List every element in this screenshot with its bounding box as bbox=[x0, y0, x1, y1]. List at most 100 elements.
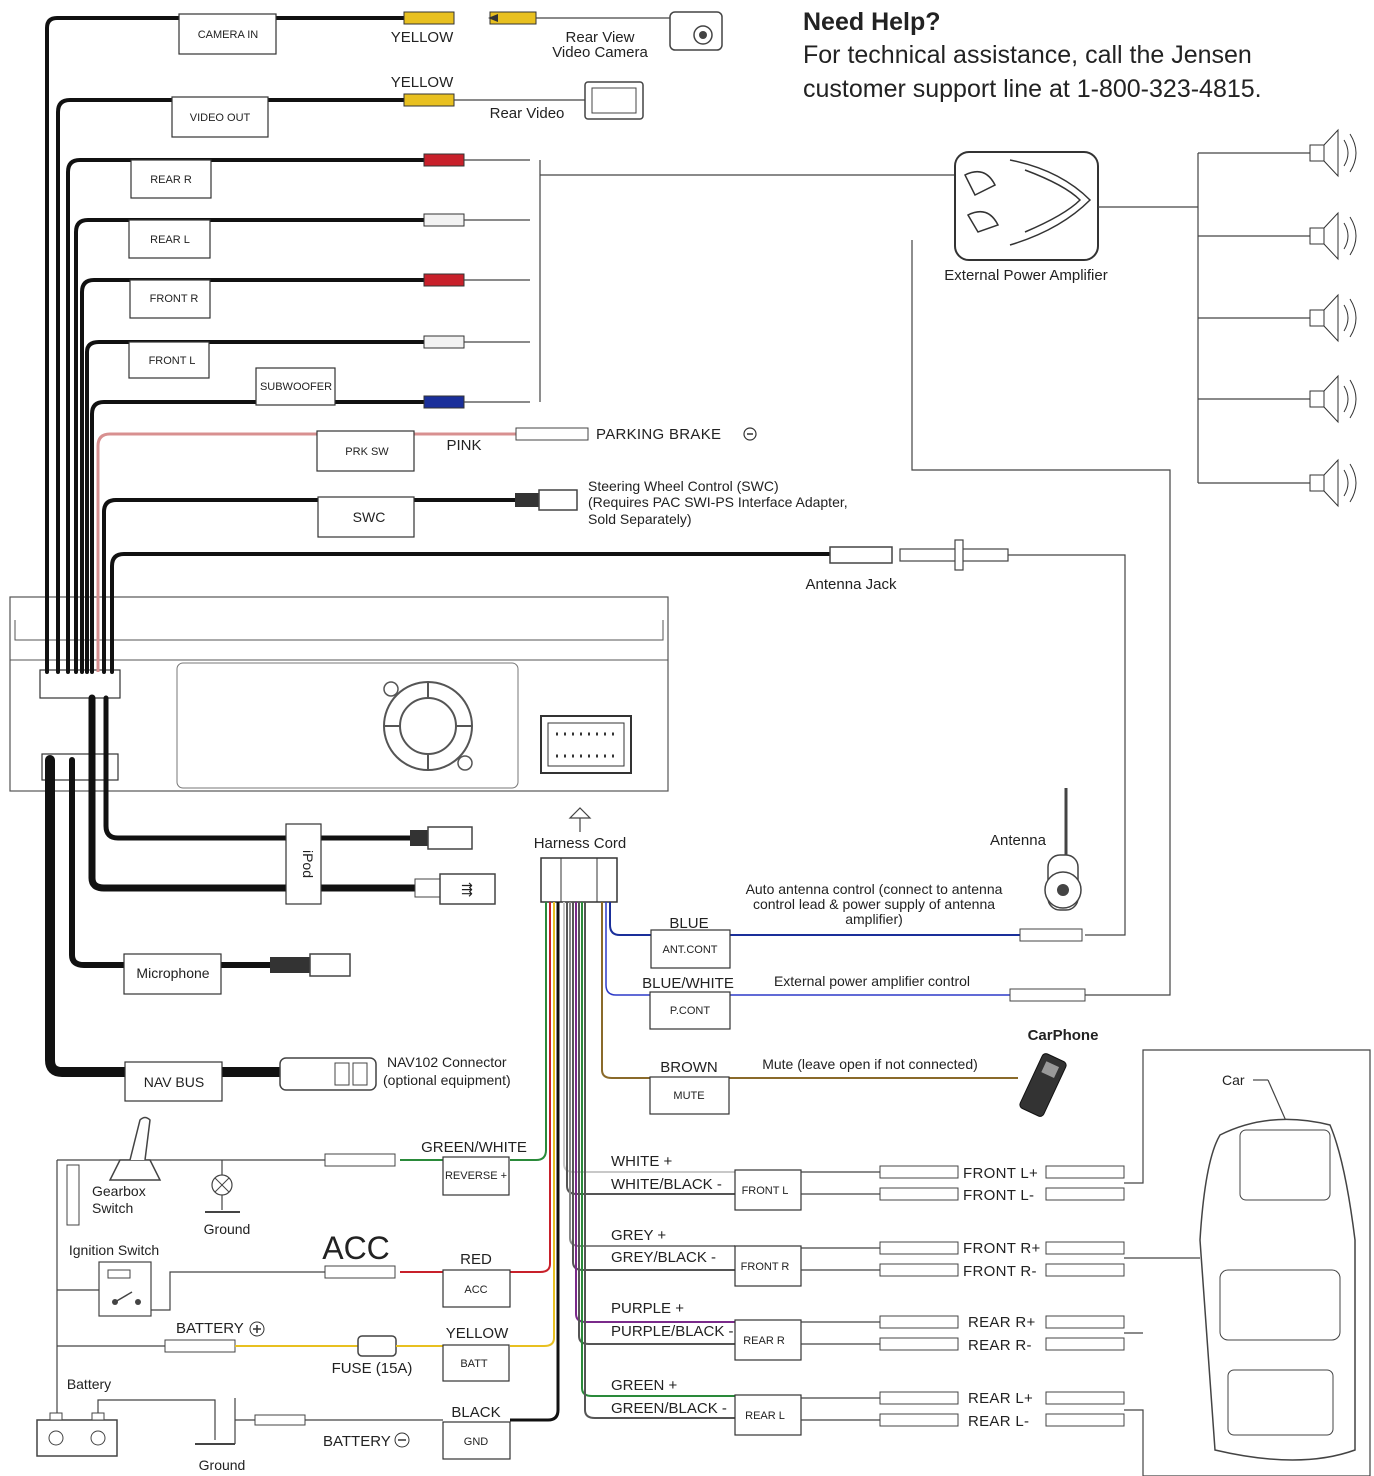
harness-wires-right bbox=[563, 902, 1020, 1419]
label-swc-note-1: Steering Wheel Control (SWC) bbox=[588, 478, 779, 494]
label-external-amp: External Power Amplifier bbox=[944, 267, 1107, 284]
label-camera-in: CAMERA IN bbox=[198, 29, 259, 41]
ipod-connectors: ⇶ bbox=[410, 826, 496, 905]
ignition-switch-icon bbox=[98, 1261, 152, 1317]
antenna-icon bbox=[1044, 788, 1082, 911]
label-video-out: VIDEO OUT bbox=[190, 112, 251, 124]
label-car: Car bbox=[1222, 1072, 1245, 1088]
label-ext-amp-control: External power amplifier control bbox=[774, 973, 970, 989]
label-brown: BROWN bbox=[660, 1059, 718, 1076]
label-front-r: FRONT R bbox=[150, 293, 199, 305]
label-purple-plus: PURPLE + bbox=[611, 1300, 684, 1317]
label-front-r-minus: FRONT R- bbox=[963, 1263, 1037, 1280]
usb-icon: ⇶ bbox=[461, 881, 473, 897]
label-rear-l-plus: REAR L+ bbox=[968, 1390, 1033, 1407]
label-purple-black: PURPLE/BLACK - bbox=[611, 1323, 734, 1340]
head-unit bbox=[9, 596, 669, 792]
bottom-cables bbox=[45, 694, 419, 1077]
label-acc-big: ACC bbox=[322, 1230, 390, 1266]
car-icon: Car bbox=[1199, 1072, 1356, 1461]
fan-icon bbox=[383, 681, 473, 771]
control-lead-texts: Auto antenna control (connect to antenna… bbox=[746, 832, 1099, 1072]
label-rear-video: Rear Video bbox=[490, 105, 565, 122]
label-batt: BATT bbox=[460, 1358, 488, 1370]
carphone-icon bbox=[1019, 1053, 1067, 1117]
top-cables bbox=[45, 16, 832, 674]
speaker-icon bbox=[1198, 458, 1357, 508]
label-microphone: Microphone bbox=[136, 965, 209, 981]
up-arrow-icon bbox=[568, 807, 592, 832]
help-line-1: For technical assistance, call the Jense… bbox=[803, 41, 1252, 69]
harness-wires-left bbox=[510, 902, 560, 1422]
amp-signal-bus bbox=[464, 159, 955, 403]
label-front-l: FRONT L bbox=[149, 355, 196, 367]
label-grey-black: GREY/BLACK - bbox=[611, 1249, 716, 1266]
control-lead-boxes: BLUE ANT.CONT BLUE/WHITE P.CONT BROWN MU… bbox=[642, 915, 734, 1115]
label-blue-white: BLUE/WHITE bbox=[642, 975, 734, 992]
label-green-plus: GREEN + bbox=[611, 1377, 678, 1394]
label-rear-view-2: Video Camera bbox=[552, 44, 648, 61]
label-auto-ant-3: amplifier) bbox=[845, 911, 903, 927]
label-rear-l-box: REAR L bbox=[745, 1410, 785, 1422]
label-rear-view-1: Rear View bbox=[566, 29, 635, 46]
power-leads: REVERSE + GREEN/WHITE Gearbox Switch Gro… bbox=[36, 1116, 527, 1473]
label-mute-note: Mute (leave open if not connected) bbox=[762, 1056, 978, 1072]
label-yellow-camera: YELLOW bbox=[391, 29, 454, 46]
speaker-icon bbox=[1198, 211, 1357, 261]
label-rear-r-plus: REAR R+ bbox=[968, 1314, 1036, 1331]
label-swc-note-2: (Requires PAC SWI-PS Interface Adapter, bbox=[588, 494, 848, 510]
help-title: Need Help? bbox=[803, 8, 941, 36]
help-line-2: customer support line at 1-800-323-4815. bbox=[803, 75, 1262, 103]
label-nav-connector-2: (optional equipment) bbox=[383, 1072, 511, 1088]
rear-video-monitor-icon bbox=[454, 81, 644, 120]
label-ignition-switch: Ignition Switch bbox=[69, 1242, 159, 1258]
parking-brake-connector-icon bbox=[515, 427, 757, 441]
label-battery-plus: BATTERY bbox=[176, 1320, 244, 1337]
top-connector-block bbox=[39, 669, 121, 699]
label-prk-sw: PRK SW bbox=[345, 446, 389, 458]
label-white-black: WHITE/BLACK - bbox=[611, 1176, 722, 1193]
label-harness-cord: Harness Cord bbox=[534, 835, 627, 852]
label-front-r-plus: FRONT R+ bbox=[963, 1240, 1041, 1257]
speaker-leads: WHITE + WHITE/BLACK - FRONT L GREY + GRE… bbox=[611, 1153, 802, 1436]
label-nav-connector-1: NAV102 Connector bbox=[387, 1054, 507, 1070]
rca-plugs bbox=[403, 11, 537, 409]
label-auto-ant-2: control lead & power supply of antenna bbox=[753, 896, 995, 912]
label-parking-brake: PARKING BRAKE bbox=[596, 426, 721, 443]
speaker-wires-out bbox=[801, 1165, 1125, 1427]
speaker-icon bbox=[1198, 128, 1357, 178]
label-ipod: iPod bbox=[300, 850, 316, 878]
label-ground-1: Ground bbox=[204, 1221, 251, 1237]
rear-view-camera-icon bbox=[488, 11, 723, 51]
gearbox-icon bbox=[66, 1116, 162, 1226]
label-green-white: GREEN/WHITE bbox=[421, 1139, 527, 1156]
bottom-lead-boxes: iPod Microphone NAV BUS bbox=[123, 823, 322, 1102]
label-white-plus: WHITE + bbox=[611, 1153, 672, 1170]
plus-icon bbox=[249, 1321, 265, 1337]
label-front-r-box: FRONT R bbox=[741, 1261, 790, 1273]
label-gnd: GND bbox=[464, 1436, 489, 1448]
label-battery-minus: BATTERY bbox=[323, 1433, 391, 1450]
swc-connector-icon bbox=[515, 489, 578, 511]
label-green-black: GREEN/BLACK - bbox=[611, 1400, 727, 1417]
label-gearbox-2: Switch bbox=[92, 1200, 133, 1216]
label-rear-r: REAR R bbox=[150, 174, 192, 186]
label-antenna: Antenna bbox=[990, 832, 1047, 849]
minus-icon bbox=[394, 1432, 410, 1448]
label-front-l-box: FRONT L bbox=[742, 1185, 789, 1197]
label-antenna-jack: Antenna Jack bbox=[806, 576, 897, 593]
label-front-l-plus: FRONT L+ bbox=[963, 1165, 1038, 1182]
label-nav-bus: NAV BUS bbox=[144, 1074, 204, 1090]
control-connectors bbox=[1009, 928, 1086, 1002]
nav-connector-icon: NAV102 Connector (optional equipment) bbox=[279, 1054, 511, 1091]
label-battery: Battery bbox=[67, 1376, 111, 1392]
label-mute: MUTE bbox=[673, 1090, 704, 1102]
label-yellow: YELLOW bbox=[446, 1325, 509, 1342]
ground-lamp-icon bbox=[205, 1160, 240, 1213]
label-acc: ACC bbox=[464, 1284, 487, 1296]
top-lead-boxes: CAMERA IN VIDEO OUT REAR R REAR L FRONT … bbox=[128, 13, 415, 538]
label-reverse: REVERSE + bbox=[445, 1170, 507, 1182]
fuse-icon bbox=[357, 1335, 397, 1357]
harness: Harness Cord bbox=[534, 807, 627, 903]
